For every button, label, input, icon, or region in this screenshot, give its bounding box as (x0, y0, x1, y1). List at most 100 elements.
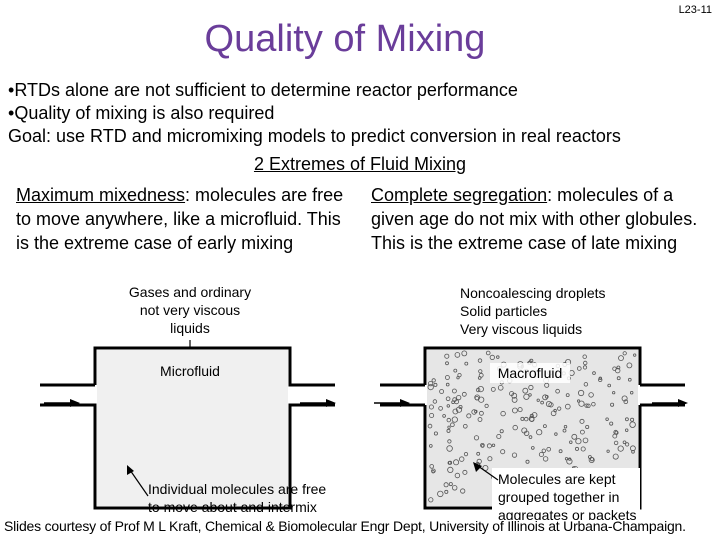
droplet-dot (578, 389, 585, 397)
droplet-dot (446, 428, 451, 433)
droplet-dot (444, 489, 449, 494)
droplet-dot (458, 456, 465, 462)
droplet-dot (452, 408, 459, 415)
footer-credit: Slides courtesy of Prof M L Kraft, Chemi… (4, 518, 686, 534)
droplet-dot (486, 443, 492, 449)
droplet-dot (452, 397, 457, 402)
complete-segregation-description: Complete segregation: molecules of a giv… (371, 183, 711, 255)
subheading: 2 Extremes of Fluid Mixing (253, 154, 467, 174)
droplet-dot (484, 403, 489, 409)
droplet-dot (622, 351, 627, 356)
droplet-dot (447, 466, 454, 473)
droplet-dot (478, 369, 483, 374)
droplet-dot (490, 387, 496, 392)
droplet-dot (591, 401, 596, 407)
droplet-dot (496, 355, 500, 359)
droplet-dot (542, 456, 549, 462)
droplet-dot (607, 383, 612, 388)
droplet-dot (499, 429, 504, 434)
droplet-dot (613, 440, 619, 446)
droplet-dot (452, 388, 457, 394)
microfluid-figure: Gases and ordinary not very viscous liqu… (40, 284, 336, 515)
droplet-dot (443, 482, 449, 488)
droplet-dot (431, 378, 436, 383)
bullet-list: •RTDs alone are not sufficient to determ… (8, 79, 518, 125)
droplet-dot (448, 482, 453, 487)
droplet-dot (522, 387, 529, 394)
droplet-dot (478, 396, 485, 403)
droplet-dot (460, 488, 466, 494)
droplet-dot (433, 382, 438, 387)
droplet-dot (624, 442, 630, 447)
droplet-dot (584, 403, 589, 408)
droplet-dot (437, 490, 444, 498)
droplet-dot (588, 456, 595, 463)
droplet-dot (605, 417, 609, 421)
droplet-dot (454, 472, 461, 479)
droplet-dot (538, 451, 544, 457)
droplet-dot (563, 424, 568, 429)
droplet-dot (540, 400, 544, 405)
droplet-dot (500, 449, 506, 455)
droplet-dot (542, 394, 549, 401)
macrofluid-top-label-line: Noncoalescing droplets (460, 285, 606, 301)
max-mixedness-term: Maximum mixedness (16, 185, 186, 205)
droplet-dot (616, 376, 621, 381)
droplet-dot (577, 399, 581, 403)
droplet-dot (432, 399, 438, 404)
droplet-dot (520, 416, 525, 421)
droplet-dot (496, 433, 502, 439)
microfluid-vessel-wall (93, 346, 292, 510)
droplet-dot (447, 425, 451, 429)
outlet-arrowhead (678, 399, 688, 407)
droplet-dot (579, 429, 585, 435)
droplet-dot (429, 444, 433, 448)
droplet-dot (464, 361, 469, 366)
droplet-dot (511, 452, 518, 458)
droplet-dot (555, 388, 560, 394)
droplet-dot (586, 403, 591, 408)
droplet-dot (582, 354, 587, 359)
droplet-dot (479, 410, 484, 416)
droplet-dot (528, 384, 534, 391)
droplet-dot (616, 365, 621, 370)
droplet-dot (476, 458, 482, 464)
droplet-dot (585, 424, 590, 429)
droplet-dot (525, 459, 530, 464)
droplet-dot (445, 361, 449, 366)
droplet-dot (615, 367, 621, 374)
droplet-dot (429, 412, 435, 418)
droplet-dot (546, 447, 552, 452)
droplet-dot (487, 456, 493, 462)
macrofluid-box-label: Macrofluid (498, 365, 563, 381)
complete-segregation-term: Complete segregation (371, 185, 548, 205)
droplet-dot (592, 371, 596, 375)
droplet-dot (542, 424, 547, 429)
bullet-text: RTDs alone are not sufficient to determi… (14, 80, 518, 100)
droplet-dot (629, 421, 636, 428)
droplet-dot (609, 421, 614, 426)
slide-title: Quality of Mixing (204, 18, 486, 60)
droplet-dot (571, 433, 578, 440)
droplet-dot (477, 386, 484, 393)
callout-arrow (477, 465, 499, 481)
droplet-dot (448, 460, 453, 465)
droplet-dot (569, 440, 573, 444)
droplet-dot (445, 382, 450, 387)
droplet-dot (606, 449, 610, 453)
droplet-dot (444, 353, 450, 359)
droplet-dot (612, 433, 618, 439)
droplet-dot (453, 368, 458, 373)
microfluid-box-label: Microfluid (160, 363, 220, 379)
droplet-dot (451, 416, 458, 423)
droplet-dot (580, 446, 586, 452)
droplet-dot (480, 444, 485, 448)
inlet-arrowhead (400, 399, 410, 407)
droplet-dot (618, 355, 624, 361)
droplet-dot (500, 410, 506, 417)
droplet-dot (617, 445, 624, 452)
droplet-dot (554, 432, 558, 436)
microfluid-bottom-label-line: to move about and intermix (148, 499, 317, 515)
droplet-dot (429, 464, 434, 469)
droplet-dot (623, 399, 629, 404)
